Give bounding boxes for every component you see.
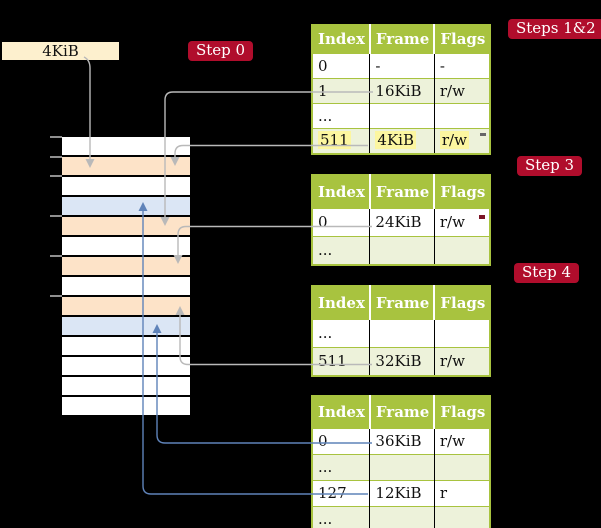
- table-cell: -: [369, 53, 435, 79]
- table-cell: [369, 103, 435, 129]
- column-header: Flags: [434, 396, 491, 429]
- memory-row-white: [62, 137, 190, 155]
- column-header: Flags: [434, 175, 491, 209]
- table-cell: r: [434, 480, 491, 507]
- badge-step-4: Step 4: [514, 263, 580, 283]
- badge-step-3: Step 3: [517, 156, 583, 176]
- table-row: ...: [312, 506, 491, 528]
- line-stub: [480, 133, 486, 136]
- badge-step-0: Step 0: [188, 41, 254, 61]
- table-cell: 0: [312, 428, 371, 455]
- table-cell: [434, 506, 491, 528]
- table-cell: [434, 319, 491, 348]
- table-cell: [434, 103, 491, 129]
- memory-row-orange: [62, 257, 190, 275]
- memory-row-white: [62, 277, 190, 295]
- memory-row-white: [62, 397, 190, 415]
- memory-row-blue: [62, 197, 190, 215]
- table-cell: 36KiB: [369, 428, 435, 455]
- column-header: Index: [312, 175, 371, 209]
- column-header: Frame: [369, 175, 436, 209]
- table-cell: [434, 454, 491, 481]
- highlighted-value: 4KiB: [375, 131, 416, 150]
- frame-size-box: 4KiB: [2, 42, 119, 60]
- table-cell: ...: [312, 319, 371, 348]
- table-cell: [434, 236, 491, 265]
- table-row: ...: [312, 103, 491, 129]
- table-cell: 511: [312, 128, 371, 154]
- memory-row-white: [62, 177, 190, 195]
- column-header: Frame: [369, 396, 436, 429]
- memory-row-orange: [62, 157, 190, 175]
- table-cell: ...: [312, 103, 371, 129]
- column-header: Flags: [434, 286, 491, 320]
- memory-tick: [50, 175, 62, 177]
- table-cell: 1: [312, 78, 371, 104]
- highlighted-value: 511: [318, 131, 351, 150]
- badge-steps-1-2: Steps 1&2: [508, 19, 601, 39]
- table-cell: [369, 236, 435, 265]
- table-cell: r/w: [434, 428, 491, 455]
- table-cell: r/w: [434, 128, 491, 154]
- column-header: Index: [312, 25, 371, 54]
- memory-tick: [50, 295, 62, 297]
- memory-tick: [50, 156, 62, 158]
- table-cell: ...: [312, 454, 371, 481]
- table-cell: ...: [312, 506, 371, 528]
- table-cell: 12KiB: [369, 480, 435, 507]
- memory-tick: [50, 255, 62, 257]
- table-cell: [369, 454, 435, 481]
- memory-row-white: [62, 377, 190, 395]
- column-header: Index: [312, 286, 371, 320]
- table-cell: r/w: [434, 347, 491, 376]
- physical-memory-column: [62, 137, 190, 415]
- memory-row-blue: [62, 317, 190, 335]
- table-cell: 0: [312, 53, 371, 79]
- column-header: Index: [312, 396, 371, 429]
- table-cell: 16KiB: [369, 78, 435, 104]
- table-row: ...: [312, 454, 491, 481]
- table-cell: r/w: [434, 208, 491, 237]
- line-stub: [479, 215, 485, 219]
- memory-tick: [50, 215, 62, 217]
- memory-row-orange: [62, 297, 190, 315]
- table-cell: [369, 319, 435, 348]
- column-header: Frame: [369, 286, 436, 320]
- table-row: ...: [312, 319, 491, 348]
- memory-tick: [50, 136, 62, 138]
- memory-row-white: [62, 337, 190, 355]
- table-cell: 511: [312, 347, 371, 376]
- table-cell: 4KiB: [369, 128, 435, 154]
- table-row: ...: [312, 236, 491, 265]
- table-cell: 0: [312, 208, 371, 237]
- memory-row-orange: [62, 217, 190, 235]
- column-header: Flags: [434, 25, 491, 54]
- column-header: Frame: [369, 25, 436, 54]
- table-cell: -: [434, 53, 491, 79]
- table-cell: r/w: [434, 78, 491, 104]
- table-row: 511 4KiB r/w: [312, 128, 491, 154]
- memory-row-white: [62, 357, 190, 375]
- table-cell: 32KiB: [369, 347, 435, 376]
- highlighted-value: r/w: [439, 131, 469, 150]
- table-cell: 127: [312, 480, 371, 507]
- table-cell: ...: [312, 236, 371, 265]
- table-cell: [369, 506, 435, 528]
- table-cell: 24KiB: [369, 208, 435, 237]
- memory-row-white: [62, 237, 190, 255]
- table-row: 0--: [312, 53, 491, 79]
